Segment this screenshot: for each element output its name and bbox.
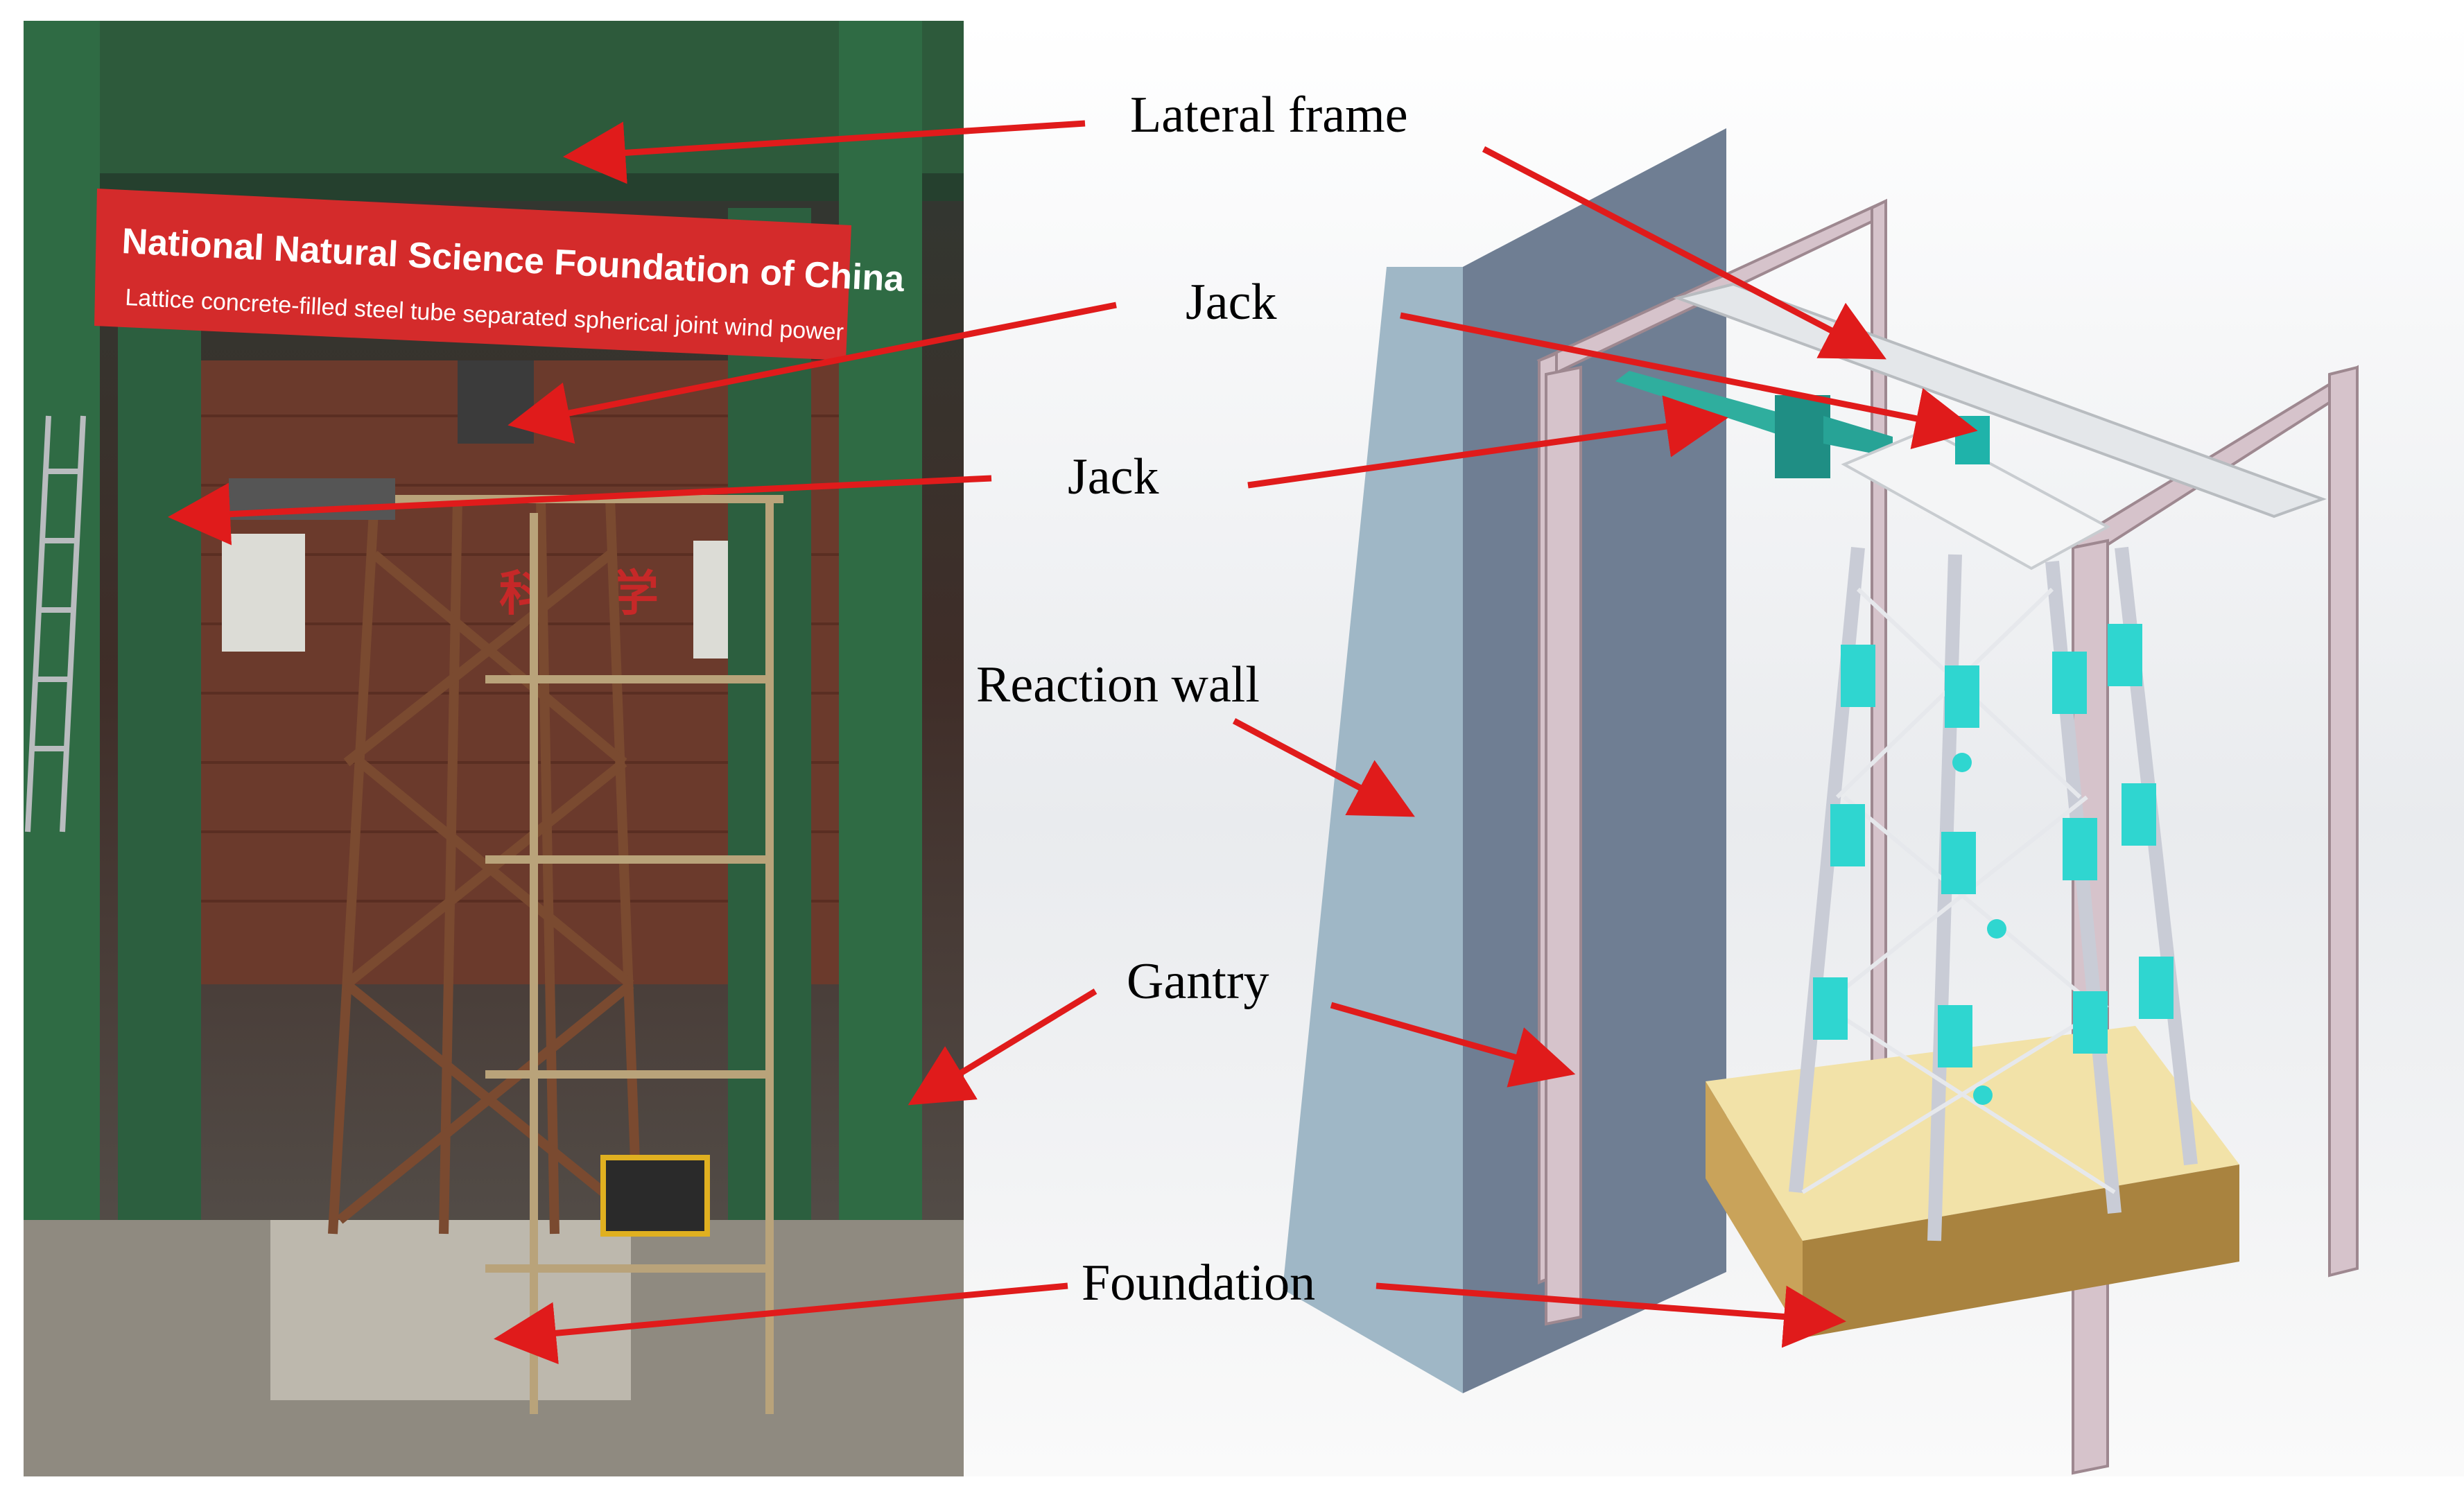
arrow-lateral-frame-left [563,120,1086,184]
arrow-lateral-frame-right [1482,146,1886,360]
arrow-foundation-left [494,1282,1068,1365]
label-jack-top: Jack [1186,274,1277,331]
label-jack-side: Jack [1068,448,1159,505]
window [222,534,305,652]
arrow-gantry-left [908,988,1097,1106]
foundation-block [270,1220,631,1400]
arrow-jack-side-right [1247,395,1728,489]
arrow-jack-side-left [168,475,992,546]
vertical-jack [1955,416,1990,464]
arrow-foundation-right [1376,1282,1846,1348]
lab-photo: 科 学 National Natural Science Foundation … [24,21,964,1476]
loading-cap [1841,428,2111,570]
lattice-tower [1789,546,2198,1241]
equipment-box [600,1155,710,1237]
photo-jack-vertical [458,360,534,444]
model-rendering [964,21,2464,1476]
label-reaction-wall: Reaction wall [976,656,1260,713]
label-gantry: Gantry [1127,953,1269,1010]
label-lateral-frame: Lateral frame [1130,87,1408,143]
arrow-jack-top-left [507,302,1117,444]
tower-specimen [328,498,643,1235]
arrow-gantry-right [1330,1002,1576,1088]
arrow-jack-top-right [1400,312,1978,450]
spherical-joints [1813,624,2174,1105]
arrow-reaction-wall [1232,718,1415,817]
ladder [25,415,86,832]
label-foundation: Foundation [1082,1255,1315,1311]
